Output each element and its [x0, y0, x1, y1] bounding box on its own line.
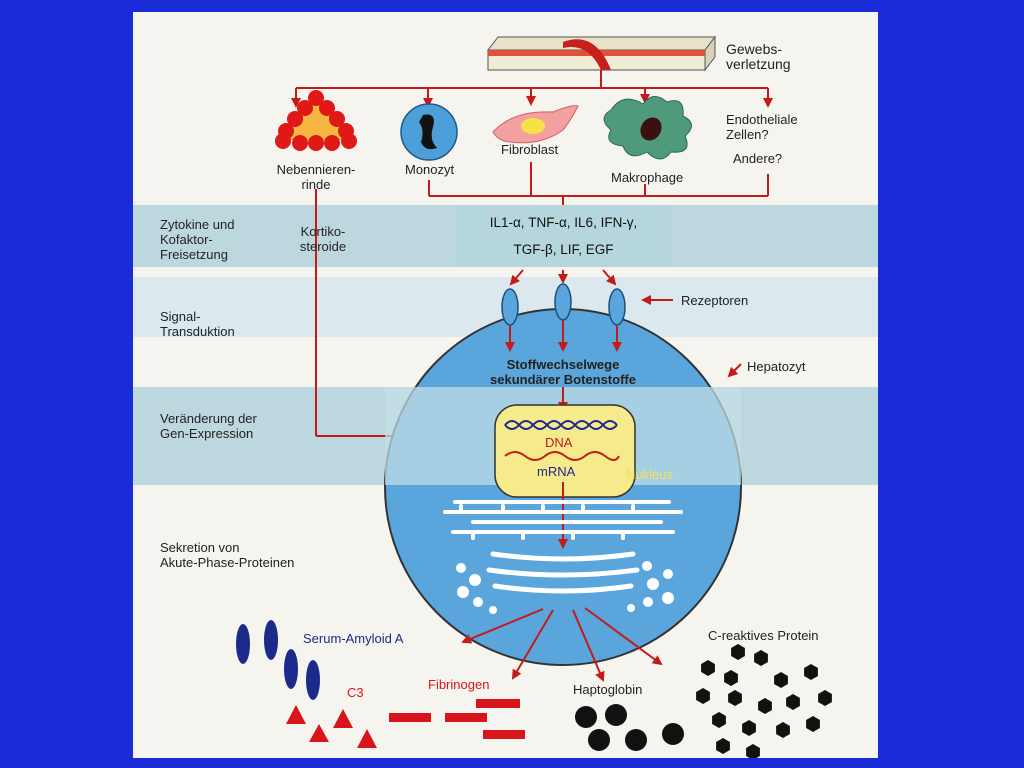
receptors-label: Rezeptoren — [681, 293, 749, 308]
mrna-strand-icon — [504, 451, 620, 461]
second-messenger-label: Stoffwechselwege sekundärer Botenstoffe — [490, 357, 636, 387]
crp-hexagons-icon — [696, 644, 832, 758]
macrophage-icon — [603, 96, 692, 160]
nucleus-label: Nukleus — [626, 467, 673, 482]
stage-signal-transduction: Signal- Transduktion — [160, 309, 235, 339]
crp-hexagon — [746, 744, 760, 758]
crp-hexagon — [774, 672, 788, 688]
stage-secretion: Sekretion von Akute-Phase-Proteinen — [160, 540, 295, 570]
monocyte-label: Monozyt — [405, 162, 455, 177]
dna-label: DNA — [545, 435, 573, 450]
crp-hexagon — [776, 722, 790, 738]
tissue-injury-label: Gewebs- verletzung — [726, 41, 791, 72]
adrenal-cortex-icon — [275, 90, 357, 151]
fibrinogen-bars-icon — [389, 699, 525, 739]
crp-hexagon — [716, 738, 730, 754]
c3-triangles-icon — [286, 705, 377, 748]
diagram-graphics — [236, 35, 832, 758]
dna-helix-icon — [504, 420, 618, 430]
monocyte-icon — [400, 103, 458, 161]
endoplasmic-reticulum-icon — [443, 500, 683, 540]
stage-cytokine-release: Zytokine und Kofaktor- Freisetzung — [160, 217, 235, 262]
mrna-label: mRNA — [537, 464, 576, 479]
crp-hexagon — [754, 650, 768, 666]
cytokine-list-line2: TGF-β, LIF, EGF — [513, 242, 614, 257]
crp-label: C-reaktives Protein — [708, 628, 819, 643]
golgi-apparatus-icon — [486, 551, 640, 594]
fibroblast-label: Fibroblast — [501, 142, 559, 157]
crp-hexagon — [712, 712, 726, 728]
cytokine-collector-lines — [428, 162, 769, 205]
cytokine-box: IL1-α, TNF-α, IL6, IFN-γ, TGF-β, LIF, EG… — [456, 205, 671, 267]
crp-hexagon — [806, 716, 820, 732]
c3-label: C3 — [347, 685, 364, 700]
secretory-vesicles-icon — [456, 561, 674, 614]
tissue-injury-icon — [486, 35, 717, 72]
secretion-arrows — [461, 607, 663, 682]
crp-hexagon — [818, 690, 832, 706]
cytokine-to-receptor-arrows — [505, 269, 742, 412]
cytokine-list-line1: IL1-α, TNF-α, IL6, IFN-γ, — [489, 215, 638, 230]
crp-hexagon — [758, 698, 772, 714]
crp-hexagon — [786, 694, 800, 710]
receptor-icons — [501, 283, 626, 326]
crp-hexagon — [742, 720, 756, 736]
crp-hexagon — [724, 670, 738, 686]
crp-hexagon — [701, 660, 715, 676]
fibroblast-icon — [492, 105, 579, 144]
serum-amyloid-a-label: Serum-Amyloid A — [303, 631, 404, 646]
endothelial-label: Endotheliale Zellen? — [726, 112, 798, 142]
diagram-panel: Gewebs- verletzung Nebennieren- rinde Mo… — [133, 12, 878, 758]
crp-hexagon — [728, 690, 742, 706]
crp-hexagon — [804, 664, 818, 680]
nucleus-icon — [494, 404, 636, 498]
haptoglobin-label: Haptoglobin — [573, 682, 643, 697]
crp-hexagon — [731, 644, 745, 660]
hepatocyte-label: Hepatozyt — [747, 359, 806, 374]
corticosteroid-label: Kortiko- steroide — [299, 224, 347, 254]
macrophage-label: Makrophage — [611, 170, 684, 185]
other-cells-label: Andere? — [733, 151, 783, 166]
adrenal-cortex-label: Nebennieren- rinde — [276, 162, 356, 192]
serum-amyloid-a-icon — [236, 620, 320, 700]
crp-hexagon — [696, 688, 710, 704]
fibrinogen-label: Fibrinogen — [428, 677, 490, 692]
injury-distribution-arrows — [291, 70, 773, 108]
haptoglobin-dots-icon — [575, 704, 684, 751]
stage-gene-expression: Veränderung der Gen-Expression — [160, 411, 257, 441]
